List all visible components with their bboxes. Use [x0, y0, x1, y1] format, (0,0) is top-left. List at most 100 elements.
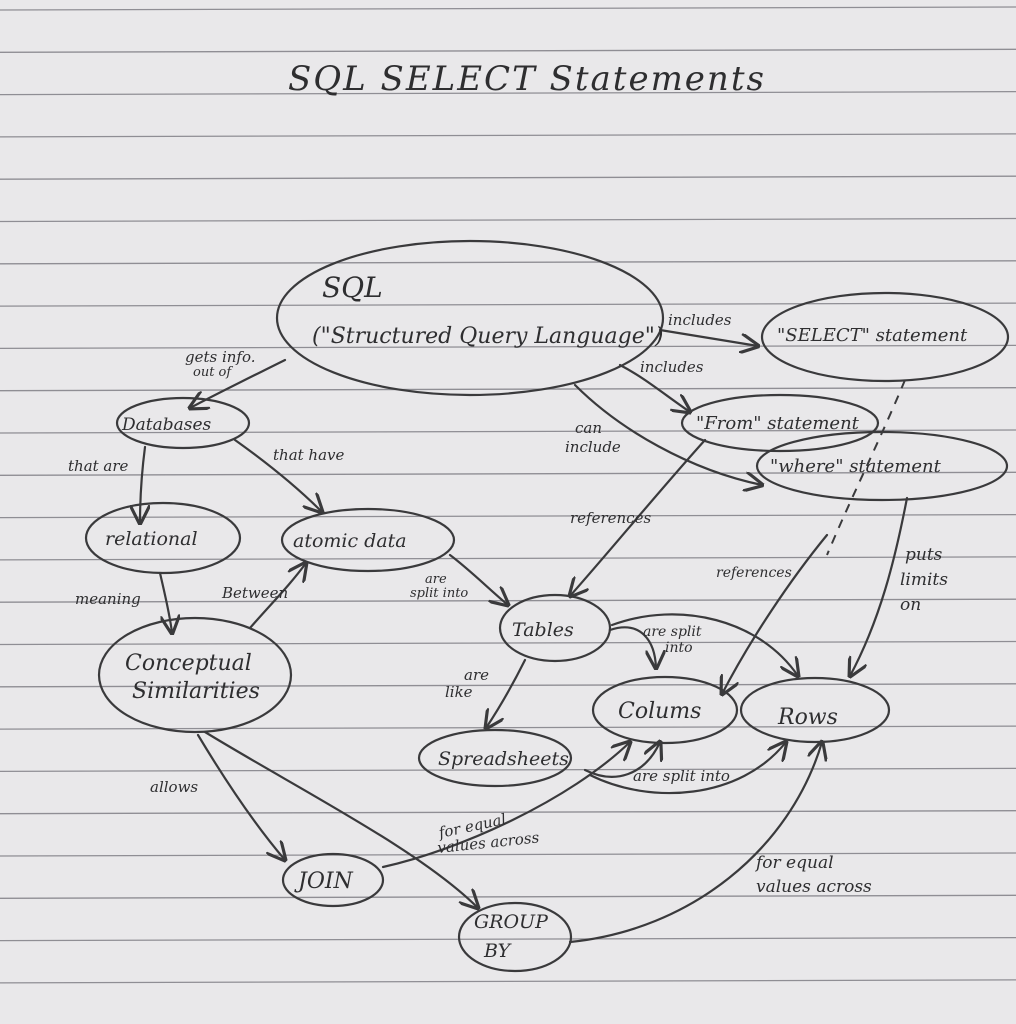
paper-rule-line — [0, 852, 1016, 857]
paper-rule-line — [0, 556, 1016, 561]
paper-rule-line — [0, 217, 1016, 223]
node-relational-label: relational — [105, 528, 198, 550]
edge-join-columns — [381, 742, 630, 869]
edge-databases-atomic — [233, 438, 322, 512]
edge-tables-columns — [608, 626, 656, 668]
edge-sql-select — [658, 328, 758, 346]
label-groupby-values-across: values across — [756, 877, 872, 897]
node-conceptual-label-1: Conceptual — [125, 651, 252, 676]
node-labels: SQL ("Structured Query Language") "SELEC… — [105, 271, 968, 962]
edge-select-columns — [722, 533, 829, 694]
paper-rule-line — [0, 387, 1016, 392]
edge-sql-databases — [190, 358, 287, 408]
node-columns-shape — [591, 675, 739, 745]
node-where-label: "where" statement — [770, 456, 942, 477]
paper-rule-line — [0, 260, 1016, 265]
label-are-split-2: split into — [410, 586, 468, 601]
label-tables-split-1: are split — [643, 624, 702, 640]
paper-rule-line — [0, 513, 1016, 519]
node-tables-shape — [498, 593, 612, 663]
label-includes-select: includes — [668, 311, 732, 329]
edge-relational-conceptual — [158, 571, 172, 633]
node-atomic-shape — [280, 507, 456, 573]
node-groupby-shape — [457, 901, 573, 973]
node-tables-label: Tables — [512, 619, 574, 641]
label-can-include-1: can — [575, 419, 602, 437]
node-groupby-label-2: BY — [483, 940, 513, 962]
edge-tables-rows — [610, 613, 798, 676]
edge-conceptual-atomic — [248, 563, 306, 630]
edge-tables-spreadsheets — [486, 658, 527, 728]
label-references-select: references — [716, 565, 792, 581]
edges — [140, 328, 909, 944]
paper-rule-line — [0, 175, 1016, 180]
label-includes-from: includes — [640, 358, 704, 376]
label-are-like-2: like — [445, 683, 473, 701]
edge-spreadsheets-rows — [588, 742, 786, 795]
edge-databases-relational — [140, 445, 145, 523]
paper-rule-line — [0, 725, 1016, 730]
node-sql-shape — [275, 239, 665, 397]
edge-labels: includes includes can include gets info.… — [68, 311, 948, 897]
paper-rule-line — [0, 810, 1016, 815]
paper-rule-line — [0, 344, 1016, 350]
paper-rule-line — [0, 133, 1016, 138]
label-gets-info-2: out of — [193, 365, 233, 380]
paper-rule-line — [0, 6, 1016, 11]
label-are-split-1: are — [425, 572, 447, 587]
node-join-shape — [281, 852, 385, 908]
page-title: SQL SELECT Statements — [288, 59, 766, 99]
edge-sql-from — [618, 363, 690, 412]
node-columns-label: Colums — [618, 699, 701, 724]
edge-select-columns-dashed — [826, 379, 906, 556]
paper-rule-line — [0, 302, 1016, 307]
paper-rule-line — [0, 471, 1016, 476]
edge-conceptual-join — [196, 733, 285, 860]
edge-from-tables — [570, 438, 707, 596]
node-from-shape — [680, 393, 880, 453]
node-conceptual-label-2: Similarities — [132, 679, 260, 704]
node-join-label: JOIN — [294, 869, 354, 894]
label-puts-limits-2: limits — [900, 570, 948, 590]
label-can-include-2: include — [565, 438, 621, 456]
paper-rule-line — [0, 48, 1016, 53]
label-puts-limits-3: on — [900, 595, 921, 615]
paper-rule-line — [0, 90, 1016, 96]
label-allows: allows — [150, 778, 198, 796]
node-select-shape — [760, 291, 1010, 383]
paper-rule-line — [0, 640, 1016, 646]
label-that-are: that are — [68, 457, 129, 475]
node-from-label: "From" statement — [696, 413, 860, 434]
paper-rule-line — [0, 598, 1016, 603]
label-between: Between — [221, 584, 288, 602]
edge-sql-where — [573, 383, 762, 485]
label-gets-info-1: gets info. — [185, 348, 256, 366]
edge-spreadsheets-columns — [583, 742, 660, 778]
node-groupby-label-1: GROUP — [474, 911, 549, 933]
paper-rules — [0, 6, 1016, 984]
label-puts-limits-1: puts — [905, 545, 943, 565]
node-atomic-label: atomic data — [293, 530, 407, 552]
node-databases-shape — [115, 396, 251, 450]
label-tables-split-2: into — [665, 640, 693, 656]
edge-atomic-tables — [448, 553, 508, 605]
paper-rule-line — [0, 979, 1016, 984]
label-are-like-1: are — [464, 666, 489, 684]
paper-rule-line — [0, 429, 1016, 434]
node-sql-label-2: ("Structured Query Language") — [312, 324, 663, 349]
edge-conceptual-groupby — [203, 730, 478, 908]
label-spreadsheets-split: are split into — [633, 767, 730, 785]
label-groupby-for-equal: for equal — [754, 853, 834, 873]
node-spreadsheets-label: Spreadsheets — [438, 748, 569, 770]
edge-where-rows — [850, 496, 909, 676]
node-relational-shape — [84, 501, 242, 575]
edge-groupby-rows — [568, 742, 822, 944]
label-references-from: references — [570, 509, 651, 527]
label-meaning: meaning — [75, 590, 141, 608]
node-rows-label: Rows — [777, 705, 838, 730]
label-that-have: that have — [273, 446, 345, 464]
paper-rule-line — [0, 683, 1016, 688]
paper-rule-line — [0, 936, 1016, 942]
